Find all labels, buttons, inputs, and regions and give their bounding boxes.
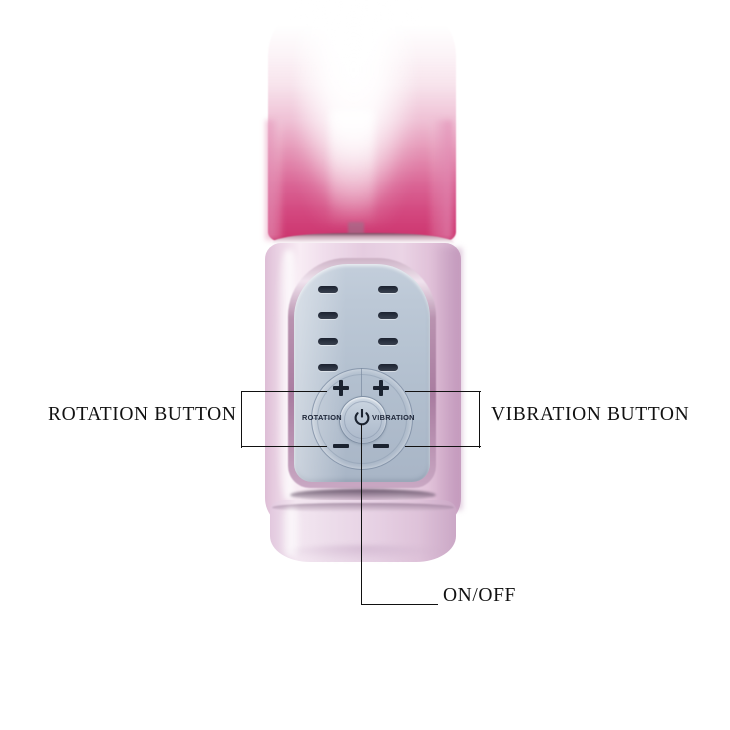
indicator-slot [318, 364, 338, 371]
rotation-callout-leader-bottom [241, 446, 327, 448]
rotation-callout-bracket-vertical [241, 391, 243, 448]
shaft-highlight-secondary [330, 110, 374, 230]
indicator-slot [318, 312, 338, 319]
vibration-button-label: VIBRATION BUTTON [491, 404, 690, 425]
cap-bottom-shadow [280, 545, 446, 561]
indicator-slot [378, 286, 398, 293]
vibration-increase-button[interactable] [373, 380, 389, 396]
rotation-callout-leader-top [241, 391, 327, 393]
vibration-callout-leader-bottom [405, 446, 481, 448]
indicator-slot-grid [316, 286, 408, 372]
indicator-slot [378, 364, 398, 371]
rotation-increase-button[interactable] [333, 380, 349, 396]
chrome-ring [272, 233, 454, 253]
indicator-slot [318, 338, 338, 345]
power-button-inner-ring [344, 401, 382, 439]
rotation-decrease-button[interactable] [333, 444, 349, 448]
handle-sheen [276, 250, 302, 500]
handle-cap-seam [272, 503, 454, 512]
shaft-right-edge [430, 120, 452, 240]
power-button[interactable] [339, 396, 387, 444]
shaft-speck [348, 222, 364, 236]
rotation-button-label: ROTATION BUTTON [48, 404, 237, 425]
indicator-slot [378, 338, 398, 345]
handle-cap-seam-shadow [290, 489, 436, 501]
vibration-callout-leader-top [405, 391, 481, 393]
indicator-slot [378, 312, 398, 319]
indicator-slot [318, 286, 338, 293]
panel-vibration-label: VIBRATION [372, 413, 415, 422]
panel-rotation-label: ROTATION [302, 413, 342, 422]
onoff-callout-leader-horizontal [361, 604, 438, 606]
shaft-highlight [296, 0, 416, 225]
shaft-left-edge [266, 120, 282, 240]
handle-base-cap [270, 500, 456, 562]
handle-right-shadow [432, 248, 462, 510]
wand-handle [265, 243, 461, 528]
vibration-callout-bracket-vertical [479, 391, 481, 448]
vibration-decrease-button[interactable] [373, 444, 389, 448]
cap-sheen [280, 508, 302, 556]
onoff-callout-leader-vertical [361, 424, 363, 605]
onoff-label: ON/OFF [443, 585, 516, 606]
wand-shaft [268, 0, 456, 242]
panel-gloss [294, 264, 346, 482]
pad-horizontal-divider [311, 418, 411, 420]
